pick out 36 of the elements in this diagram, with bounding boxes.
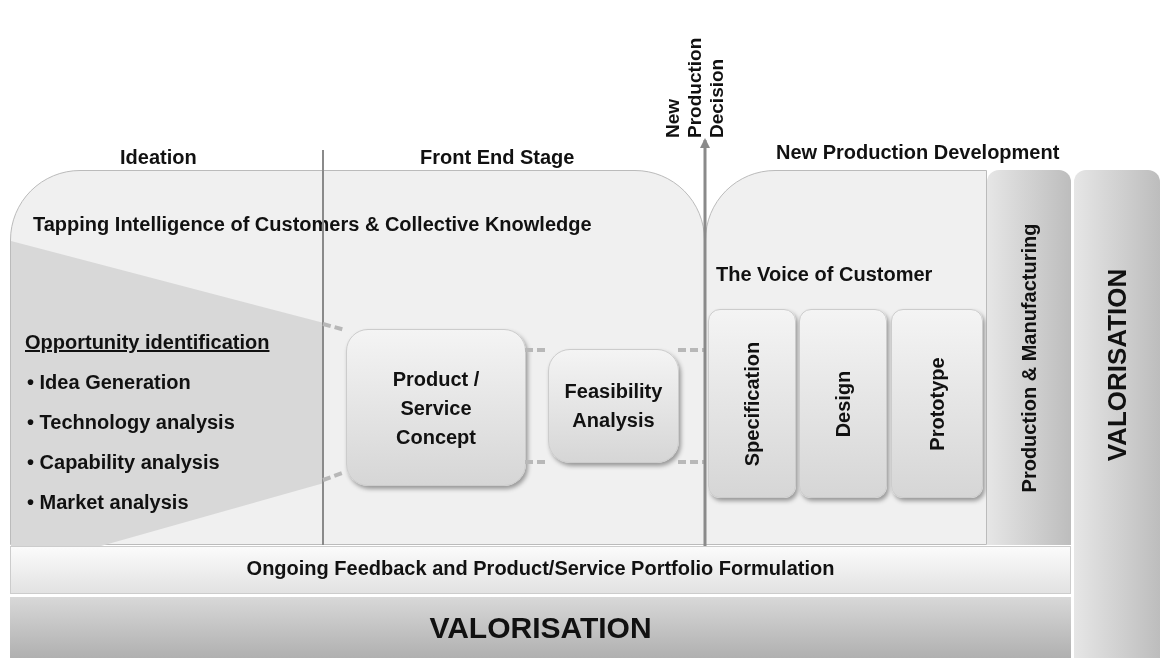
process-box [346,329,526,486]
box-label: Production & Manufacturing [1017,223,1041,492]
connector-line [525,348,547,352]
box-label: Feasibility Analysis [563,379,664,433]
stage-panel [10,170,705,545]
band-label: Ongoing Feedback and Product/Service Portfolio Formulation [245,557,836,580]
process-box [891,309,983,498]
arrow [700,138,710,546]
process-box [548,349,679,463]
stage-heading: Ideation [120,146,197,169]
list-item: • Capability analysis [27,451,221,474]
panel-heading: Tapping Intelligence of Customers & Collective Knowledge [33,213,592,236]
connector-line [525,460,547,464]
bar-label: VALORISATION [1101,268,1133,462]
process-box [708,309,796,498]
decision-label: New Production Decision [662,36,728,138]
connector-line [678,348,705,352]
list-item: • Market analysis [27,491,190,514]
bar-label: VALORISATION [428,611,653,645]
process-column [987,170,1071,545]
feedback-band [10,546,1071,594]
valorisation-bar [10,597,1071,658]
box-label: Design [831,370,855,437]
panel-heading: The Voice of Customer [716,263,933,286]
box-label: Product / Service Concept [391,366,481,450]
box-label: Specification [740,341,764,466]
list-heading: Opportunity identification [25,331,270,354]
connector-line [322,322,346,332]
stage-heading: New Production Development [776,141,1060,164]
valorisation-bar [1074,170,1160,658]
list-item: • Technology analysis [27,411,235,434]
connector-line [678,460,705,464]
process-box [799,309,887,498]
stage-heading: Front End Stage [420,146,575,169]
box-label: Prototype [925,356,949,451]
list-item: • Idea Generation [27,371,192,394]
